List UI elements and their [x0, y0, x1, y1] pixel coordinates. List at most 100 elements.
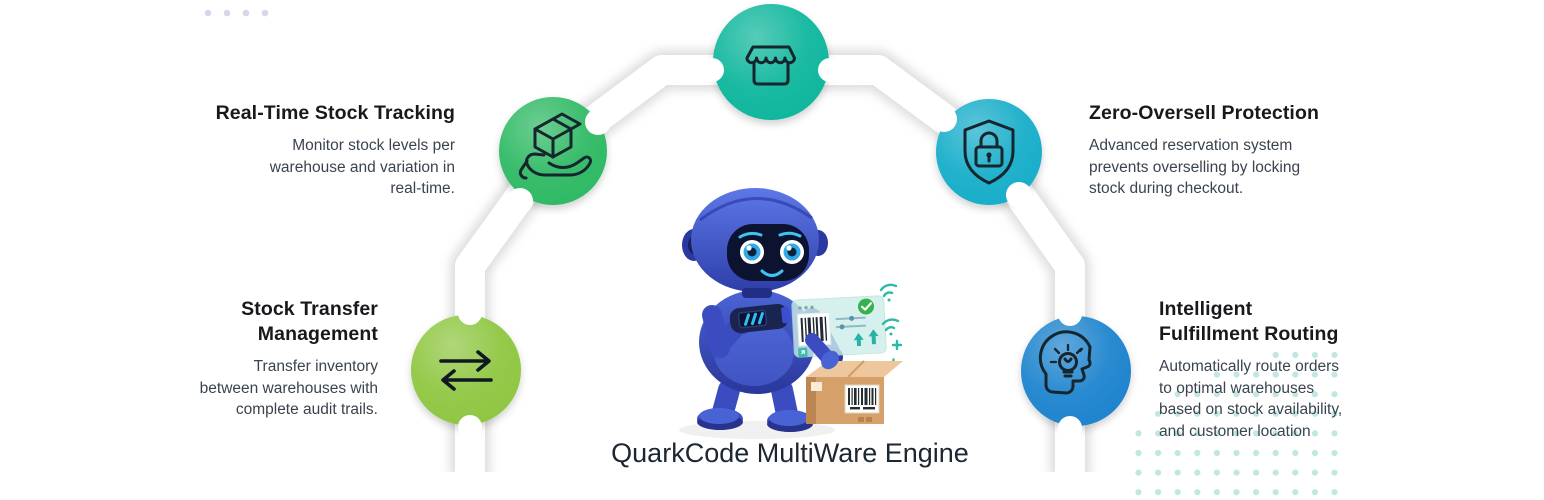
shield-lock-icon	[963, 119, 1015, 185]
feature-node-transfer	[411, 301, 521, 439]
decor-dot	[1174, 489, 1181, 496]
decor-dot	[1331, 469, 1338, 476]
decor-dot	[1331, 351, 1338, 359]
decor-dot	[1272, 449, 1279, 457]
cardboard-box	[806, 360, 903, 424]
band-fade-right	[1030, 472, 1110, 500]
decor-dot	[1292, 449, 1299, 457]
decor-dot	[1311, 351, 1318, 359]
decor-dot	[1194, 489, 1201, 496]
decor-dot	[261, 9, 269, 17]
feature-node-store	[700, 4, 842, 120]
decor-dot	[1135, 449, 1142, 457]
teal-dot-grid	[1135, 351, 1338, 496]
feature-text-oversell: Zero-Oversell Protection Advanced reserv…	[1089, 101, 1369, 200]
decor-dot	[1253, 410, 1260, 417]
decor-dot	[1311, 469, 1318, 476]
decor-dot	[1292, 351, 1299, 359]
feature-body-stock-tracking: Monitor stock levels per warehouse and v…	[269, 137, 455, 197]
page-title: QuarkCode MultiWare Engine	[611, 438, 969, 468]
decor-dot	[1155, 449, 1162, 457]
decor-dot	[1213, 469, 1220, 476]
decor-dot	[1272, 469, 1279, 476]
decor-dot	[1272, 371, 1279, 378]
feature-body-transfer: Transfer inventory between warehouses wi…	[199, 358, 378, 418]
holo-panel	[791, 295, 887, 358]
decor-dot	[1155, 469, 1162, 476]
decor-dot	[1174, 391, 1181, 398]
decor-dot	[1213, 391, 1220, 398]
decor-dot	[1135, 469, 1142, 476]
decor-dot	[1213, 449, 1220, 457]
decor-dot	[1233, 410, 1240, 417]
decor-dot	[1174, 430, 1181, 437]
decor-dot	[1292, 430, 1299, 437]
feature-heading-routing: Intelligent Fulfillment Routing	[1159, 298, 1339, 345]
decor-dot	[1331, 489, 1338, 496]
decor-dot	[1331, 430, 1338, 437]
decor-dot	[1311, 449, 1318, 457]
decor-dot	[1311, 410, 1318, 417]
decor-dot	[1311, 391, 1318, 398]
decor-dot	[1233, 371, 1240, 378]
decor-dot	[1253, 430, 1260, 437]
feature-node-oversell	[931, 99, 1042, 208]
decor-dot	[1233, 449, 1240, 457]
feature-text-routing: Intelligent Fulfillment Routing Automati…	[1159, 297, 1399, 442]
decor-dot	[1194, 469, 1201, 476]
feature-body-oversell: Advanced reservation system prevents ove…	[1089, 137, 1301, 197]
feature-heading-oversell: Zero-Oversell Protection	[1089, 102, 1319, 124]
decor-dot	[1233, 391, 1240, 398]
decor-dot	[1331, 391, 1338, 398]
decor-dot	[1213, 371, 1220, 378]
decor-dot	[1194, 391, 1201, 398]
decor-dot	[242, 9, 250, 17]
decor-dot	[1253, 391, 1260, 398]
decor-dot	[1253, 371, 1260, 378]
decor-dot	[1272, 391, 1279, 398]
decor-dot	[1155, 410, 1162, 417]
head-bulb-icon	[1038, 330, 1092, 395]
decor-dot	[1253, 469, 1260, 476]
decor-dot	[1292, 371, 1299, 378]
feature-text-stock-tracking: Real-Time Stock Tracking Monitor stock l…	[165, 101, 455, 200]
storefront-icon	[745, 45, 796, 86]
feature-node-routing	[1021, 302, 1131, 440]
decor-dot	[1292, 469, 1299, 476]
decor-dot	[1292, 391, 1299, 398]
feature-node-stock-tracking	[499, 97, 611, 214]
decor-dot	[1272, 489, 1279, 496]
transfer-arrows-icon	[439, 350, 493, 391]
band-fade-left	[430, 472, 510, 500]
decor-dot	[1174, 410, 1181, 417]
lavender-corner-dots	[204, 9, 269, 17]
decor-dot	[1155, 430, 1162, 437]
feature-text-transfer: Stock Transfer Management Transfer inven…	[88, 297, 378, 421]
feature-heading-stock-tracking: Real-Time Stock Tracking	[215, 102, 455, 124]
decor-dot	[1174, 469, 1181, 476]
decor-dot	[1253, 449, 1260, 457]
decor-dot	[1174, 449, 1181, 457]
barcode-scanner	[729, 303, 791, 333]
decor-dot	[1292, 489, 1299, 496]
decor-dot	[1155, 489, 1162, 496]
robot-illustration	[679, 188, 903, 439]
decor-dot	[1272, 410, 1279, 417]
decor-dot	[1194, 430, 1201, 437]
feature-body-routing: Automatically route orders to optimal wa…	[1159, 358, 1343, 440]
hand-box-icon	[518, 112, 592, 180]
decor-dot	[1311, 489, 1318, 496]
decor-dot	[1213, 489, 1220, 496]
decor-dot	[204, 9, 212, 17]
decor-dot	[1311, 371, 1318, 378]
decor-dot	[1233, 489, 1240, 496]
decor-dot	[1253, 489, 1260, 496]
decor-dot	[1331, 449, 1338, 457]
decor-dot	[1233, 430, 1240, 437]
decor-dot	[1272, 430, 1279, 437]
decor-dot	[1135, 489, 1142, 496]
decor-dot	[1311, 430, 1318, 437]
feature-heading-transfer: Stock Transfer Management	[241, 298, 378, 345]
